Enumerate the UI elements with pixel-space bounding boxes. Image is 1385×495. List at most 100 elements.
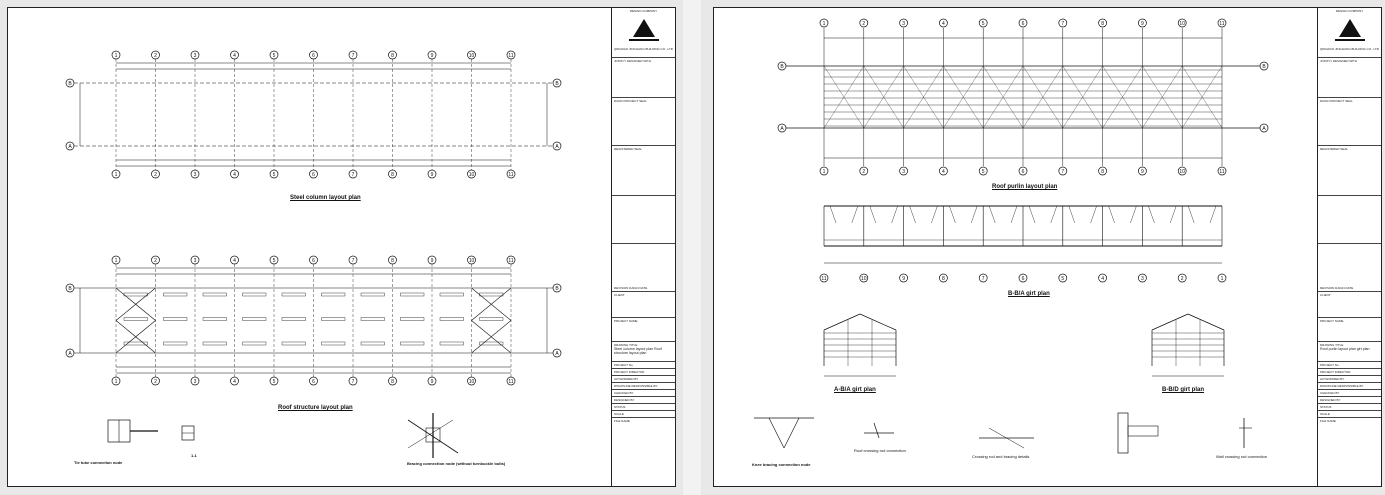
roof-plan-axis-top-9-label: 9 (431, 258, 434, 264)
roof-plan-axis-top-1-label: 1 (115, 258, 118, 264)
purlin-axis-bottom-1-circle (819, 166, 829, 176)
roof-plan-bay-label-box (242, 292, 267, 297)
purlin-axis-bottom-3-label: 3 (902, 169, 905, 175)
roof-plan-axis-bottom-7-label: 7 (352, 379, 355, 385)
roof-plan-bay-label-box (281, 341, 306, 346)
column-plan-axis-right-B-label: B (555, 81, 559, 87)
roof-plan-axis-bottom-2-label: 2 (154, 379, 157, 385)
roof-crossing-title: Roof crossing rod connection (854, 448, 906, 453)
girt-axis-1-circle (1217, 273, 1227, 283)
company-label: DESIGN COMPANY (1335, 9, 1364, 13)
girt-truss (1130, 205, 1137, 224)
purlin-axis-bottom-8-label: 8 (1101, 169, 1104, 175)
girt-truss (1028, 205, 1036, 224)
purlin-axis-bottom-4-circle (939, 166, 948, 176)
purlin-brace (1142, 65, 1183, 129)
girt-axis-3-label: 3 (1141, 276, 1144, 282)
purlin-axis-top-5-label: 5 (982, 21, 985, 27)
purlin-axis-top-10-label: 10 (1179, 21, 1185, 27)
company-logo-block: DESIGN COMPANY QINGDAO JINGGANG BUILDING… (612, 8, 675, 58)
girt-truss (1010, 205, 1018, 224)
roof-structure-layout-title: Roof structure layout plan (278, 405, 353, 411)
purlin-axis-bottom-5-circle (978, 166, 988, 176)
purlin-axis-top-11-label: 11 (1219, 21, 1224, 27)
roof-cross-clip (873, 422, 880, 439)
purlin-brace (823, 65, 864, 129)
project-director-row: PROJECT DIRECTOR (612, 369, 675, 376)
purlin-axis-bottom-11-label: 11 (1219, 169, 1224, 175)
company-label: DESIGN COMPANY (629, 9, 658, 13)
purlin-axis-top-1-label: 1 (823, 21, 826, 27)
purlin-axis-top-8-label: 8 (1101, 21, 1104, 27)
purlin-brace (1102, 65, 1143, 129)
roof-plan-bay-label-box (321, 292, 346, 297)
purlin-axis-right-A-label: A (1262, 126, 1266, 132)
purlin-axis-left-A-label: A (780, 126, 784, 132)
scale-row: SCALE (1318, 411, 1381, 418)
discipline-row: DISCIPLINE RESPONSIBLE BY (1318, 383, 1381, 390)
company-name: QINGDAO JINGGANG BUILDING CO., LTD (1320, 47, 1379, 51)
girt-axis-8-label: 8 (942, 276, 945, 282)
jointly-designed-cell: JOINTLY DESIGNED WITH (1318, 58, 1381, 98)
revision-cell: REVISION DAIGN DATE (1318, 244, 1381, 292)
crossing-brace (988, 427, 1025, 449)
blank-cell (612, 196, 675, 244)
purlin-axis-bottom-2-circle (859, 166, 869, 176)
purlin-axis-bottom-4-label: 4 (942, 169, 945, 175)
purlin-axis-bottom-9-label: 9 (1141, 169, 1144, 175)
girt-axis-7-circle (978, 273, 988, 283)
purlin-axis-bottom-11-circle (1217, 166, 1227, 176)
girt-truss (971, 205, 978, 224)
discipline-row: DISCIPLINE RESPONSIBLE BY (612, 383, 675, 390)
purlin-brace (1022, 65, 1063, 129)
roof-plan-axis-top-6-label: 6 (312, 258, 315, 264)
girt-end-a-roof-l (823, 313, 861, 331)
girt-plan-a-title: A-B/A girt plan (834, 387, 876, 393)
knee-bracing-title: Knee bracing connection node (752, 462, 811, 467)
girt-truss (1170, 205, 1177, 224)
section-1-1-title: 1-1 (191, 453, 197, 458)
project-seal-cell: DAIGN PROJECT SEAL (1318, 98, 1381, 146)
roof-plan-bay-label-box (479, 292, 504, 297)
purlin-axis-bottom-6-circle (1018, 166, 1028, 176)
roof-plan-bay-label-box (479, 317, 504, 321)
purlin-axis-top-4-circle (939, 18, 948, 28)
roof-plan-bay-label-box (360, 341, 385, 346)
column-plan-axis-bottom-5-label: 5 (273, 172, 276, 178)
girt-axis-7-label: 7 (982, 276, 985, 282)
girt-truss (891, 205, 898, 224)
roof-plan-bay-label-box (202, 317, 227, 321)
girt-truss (1090, 205, 1097, 224)
roof-plan-axis-top-10-label: 10 (469, 258, 475, 264)
roof-plan-axis-top-5-label: 5 (273, 258, 276, 264)
purlin-axis-top-7-label: 7 (1061, 21, 1064, 27)
column-plan-axis-top-2-label: 2 (154, 53, 157, 59)
girt-truss (931, 205, 938, 224)
roof-plan-axis-left-A-label: A (68, 351, 72, 357)
roof-plan-axis-top-7-label: 7 (352, 258, 355, 264)
drawing-title-cell: DRAWING TITLE Roof purlin layout plan gi… (1318, 342, 1381, 362)
roof-plan-bay-label-box (123, 292, 148, 297)
left-drawing-canvas: 11223344556677889910101111BABA1122334455… (65, 50, 562, 458)
purlin-axis-bottom-7-label: 7 (1061, 169, 1064, 175)
column-plan-axis-right-A-circle (552, 141, 562, 151)
roof-plan-bay-label-box (123, 341, 148, 346)
blank-cell (1318, 196, 1381, 244)
roof-plan-axis-bottom-10-label: 10 (469, 379, 475, 385)
purlin-axis-top-10-circle (1177, 18, 1187, 28)
purlin-axis-bottom-6-label: 6 (1022, 169, 1025, 175)
project-name-cell: PROJECT NAME (612, 318, 675, 342)
purlin-brace (983, 65, 1024, 129)
file-name-row: FILE NAME (614, 419, 630, 423)
file-name-row: FILE NAME (1320, 419, 1336, 423)
girt-end-b-roof-l (1151, 313, 1189, 331)
status-row: STATUS (1318, 404, 1381, 411)
roof-plan-bay-label-box (321, 317, 346, 321)
purlin-axis-bottom-7-circle (1058, 166, 1068, 176)
purlin-axis-bottom-9-circle (1138, 166, 1147, 176)
knee-brace (783, 417, 800, 449)
roof-plan-axis-bottom-1-label: 1 (115, 379, 118, 385)
company-name: QINGDAO JINGGANG BUILDING CO., LTD (614, 47, 673, 51)
roof-plan-bay-label-box (202, 341, 227, 346)
